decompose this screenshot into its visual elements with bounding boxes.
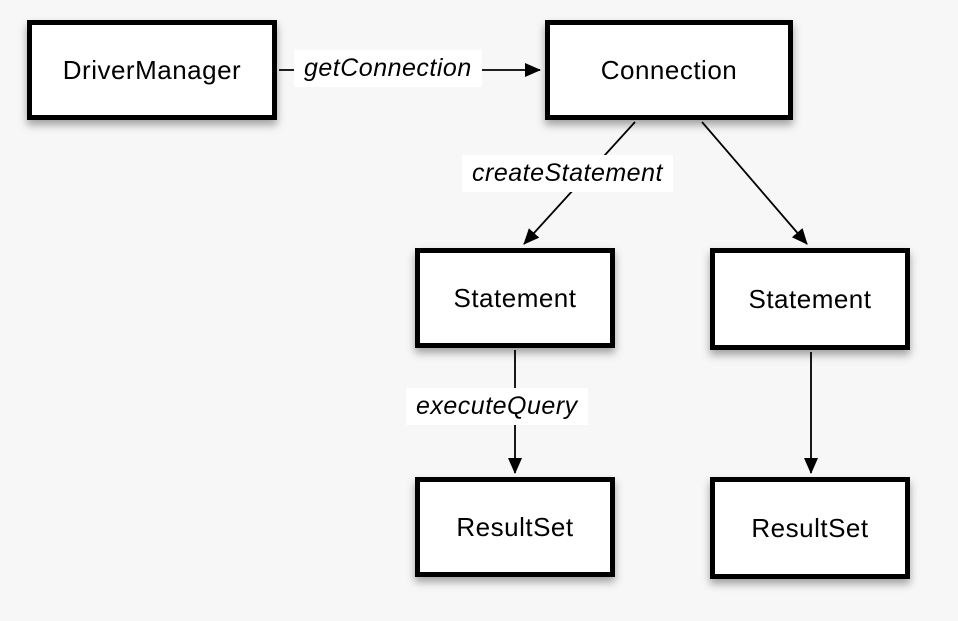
node-statement-right-label: Statement <box>748 283 872 314</box>
node-resultset-left-label: ResultSet <box>456 511 574 542</box>
node-drivermanager-label: DriverManager <box>62 54 242 85</box>
node-resultset-left: ResultSet <box>415 477 615 577</box>
edge-label-createstatement: createStatement <box>462 155 673 192</box>
node-statement-left: Statement <box>415 248 615 348</box>
node-statement-right: Statement <box>710 248 910 350</box>
edge-label-executequery: executeQuery <box>406 388 588 425</box>
node-resultset-right-label: ResultSet <box>751 512 869 543</box>
edge-label-getconnection: getConnection <box>294 50 482 87</box>
node-connection: Connection <box>545 20 793 120</box>
node-resultset-right: ResultSet <box>710 477 910 579</box>
node-drivermanager: DriverManager <box>27 20 277 120</box>
node-statement-left-label: Statement <box>453 282 577 313</box>
edge-connection-statement-right-line <box>701 121 808 245</box>
node-connection-label: Connection <box>600 54 738 85</box>
